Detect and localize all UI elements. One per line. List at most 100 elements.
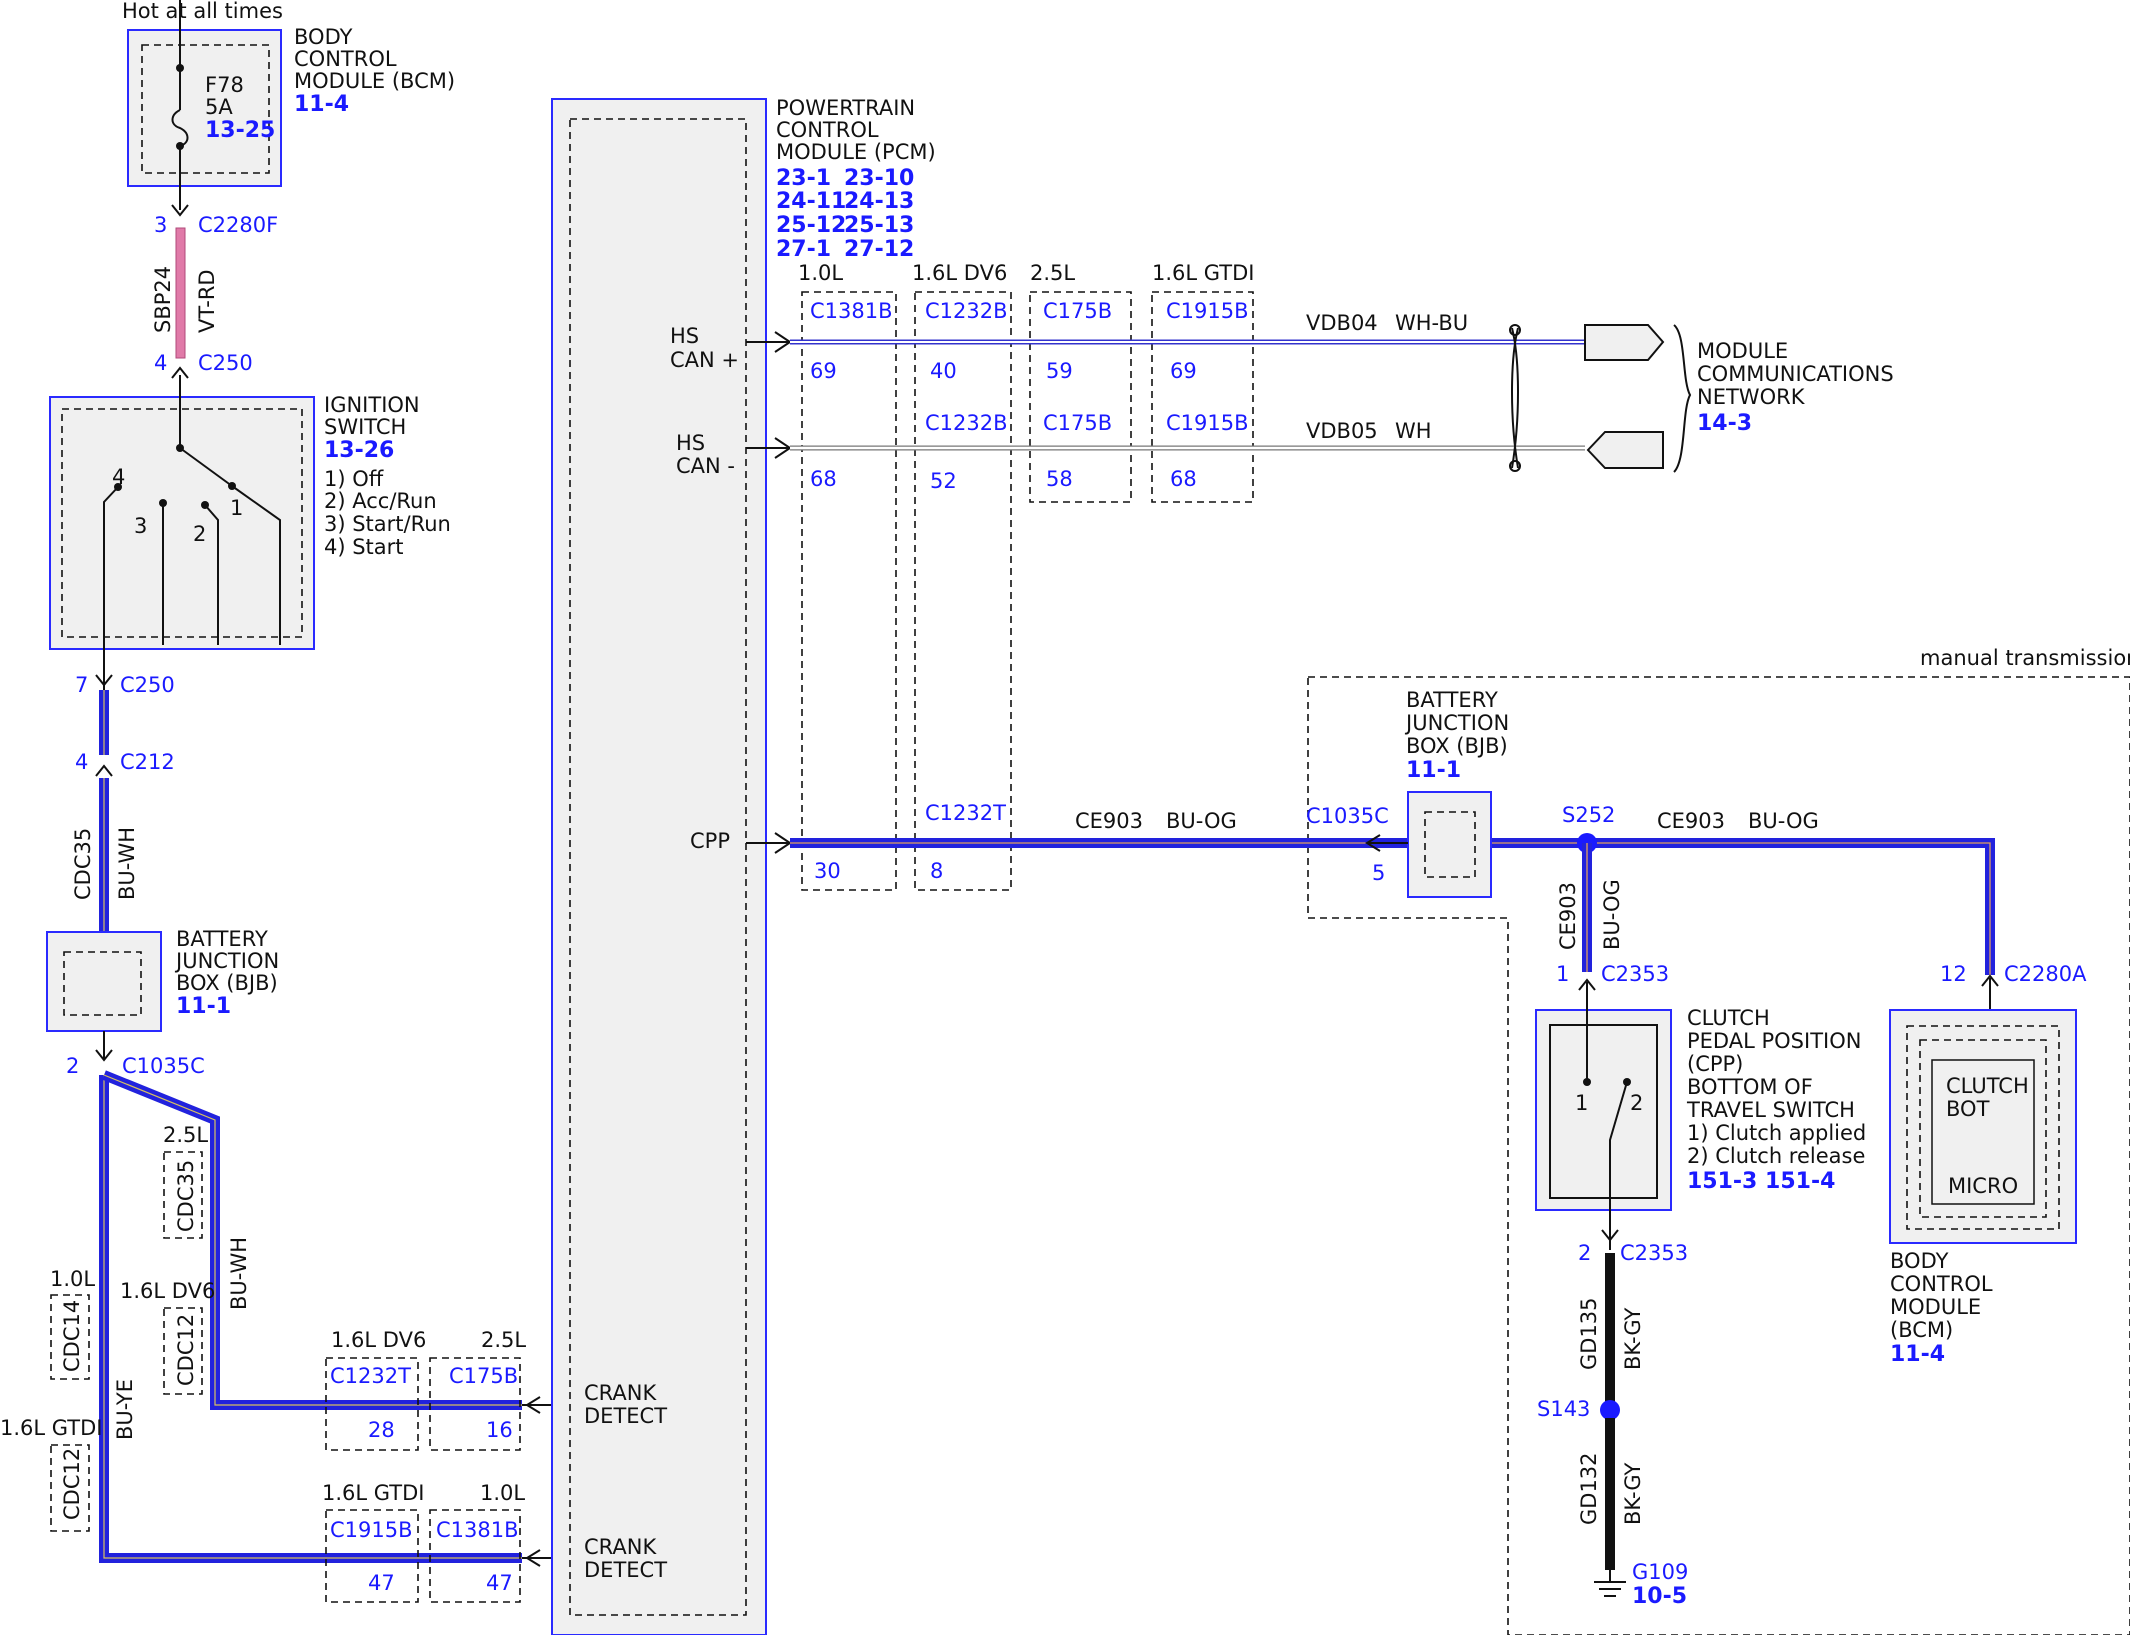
col-c1232b: [914, 291, 1012, 891]
cpp-title-2: PEDAL POSITION: [1687, 1029, 1861, 1053]
c2280f-name: C2280F: [198, 213, 278, 237]
cpp-pin-1: 30: [814, 859, 841, 883]
crank-up-e-a: 1.6L DV6: [331, 1328, 426, 1352]
vdb04-circuit: VDB04: [1306, 311, 1378, 335]
left-opt-cdc12b-box: [50, 1444, 90, 1532]
pcm-ref-3[interactable]: 24-11: [776, 189, 846, 214]
bcm-right-ref[interactable]: 11-4: [1890, 1342, 1945, 1367]
c2353-top-pin: 1: [1556, 962, 1569, 986]
bjb-left-title-1: BATTERY: [176, 927, 268, 951]
bcm-right-inner-1: [1906, 1025, 2060, 1230]
pcm-ref-5[interactable]: 25-12: [776, 213, 846, 238]
crank-lo-p-b: 47: [486, 1571, 513, 1595]
cpp-title-5: TRAVEL SWITCH: [1686, 1098, 1855, 1122]
ce903-circuit-3: CE903: [1556, 882, 1580, 950]
can-plus-c1915b: C1915B: [1166, 299, 1249, 323]
cpp-title-3: (CPP): [1687, 1052, 1743, 1076]
can-plus-c175b: C175B: [1043, 299, 1112, 323]
ign-pos-1: 1) Off: [324, 467, 384, 491]
pcm-ref-7[interactable]: 27-1: [776, 237, 831, 262]
ce903-color-2: BU-OG: [1748, 809, 1819, 833]
pcm-module: [551, 98, 767, 1635]
col-c1381b: [801, 291, 897, 891]
pcm-ref-4[interactable]: 24-13: [844, 189, 914, 214]
bcm-top-ref[interactable]: 11-4: [294, 92, 349, 117]
cpp-term-1: 1: [1575, 1091, 1588, 1115]
crank-up-conn-b: [429, 1357, 521, 1451]
cpp-switch: [1535, 1009, 1672, 1211]
cpp-c1232t: C1232T: [925, 801, 1006, 825]
left-opt-cdc14-box: [50, 1294, 90, 1380]
wire-gd132[interactable]: [1605, 1418, 1615, 1570]
ign-ref[interactable]: 13-26: [324, 438, 394, 463]
can-minus-pin-2: 52: [930, 469, 957, 493]
pcm-title-3: MODULE (PCM): [776, 140, 936, 164]
wire-bu-wh-label: BU-WH: [227, 1237, 251, 1310]
bcm-top-inner: [141, 44, 270, 174]
network-ref[interactable]: 14-3: [1697, 411, 1752, 436]
can-minus-c1232b: C1232B: [925, 411, 1008, 435]
pcm-ref-1[interactable]: 23-1: [776, 166, 831, 191]
fuse-rating: 5A: [205, 95, 233, 119]
manual-note: manual transmission: [1920, 646, 2130, 670]
left-opt-cdc12b: CDC12: [60, 1448, 84, 1520]
bcm-right-title-4: (BCM): [1890, 1318, 1953, 1342]
wire-cdc35-color: BU-WH: [115, 827, 139, 900]
wire-bu-ye[interactable]: [99, 1075, 522, 1563]
wire-gd135[interactable]: [1605, 1253, 1615, 1405]
top-note: Hot at all times: [122, 0, 283, 23]
c2280f-pin: 3: [154, 213, 167, 237]
vdb04-color: WH-BU: [1395, 311, 1468, 335]
can-plus-pin-3: 59: [1046, 359, 1073, 383]
engine-e16dv6: 1.6L DV6: [912, 261, 1007, 285]
wire-ce903-main[interactable]: [790, 838, 1995, 975]
fuse-label: F78: [205, 73, 244, 97]
fuse-ref[interactable]: 13-25: [205, 118, 275, 143]
engine-e25: 2.5L: [1030, 261, 1075, 285]
crank-lo-conn-b: [429, 1509, 521, 1603]
g109-name: G109: [1632, 1560, 1688, 1584]
pcm-hs-can-minus-1: HS: [676, 431, 705, 455]
crank-lo-e-b: 1.0L: [480, 1481, 525, 1505]
pcm-ref-2[interactable]: 23-10: [844, 166, 914, 191]
crank-up-c-b: C175B: [449, 1364, 518, 1388]
pcm-cpp: CPP: [690, 829, 730, 853]
bcm-right-inner-text-1: CLUTCH: [1946, 1074, 2029, 1098]
ign-title-1: IGNITION: [324, 393, 420, 417]
bjb-left-inner: [63, 951, 142, 1016]
wire-sbp24[interactable]: [175, 227, 186, 359]
c2280a-name: C2280A: [2004, 962, 2087, 986]
c1035c-left-name: C1035C: [122, 1054, 205, 1078]
bcm-right-title-3: MODULE: [1890, 1295, 1981, 1319]
cpp-refs[interactable]: 151-3 151-4: [1687, 1169, 1835, 1194]
can-plus-pin-4: 69: [1170, 359, 1197, 383]
ce903-circuit-1: CE903: [1075, 809, 1143, 833]
bcm-right-inner-text-3: MICRO: [1948, 1174, 2018, 1198]
bcm-top-title-2: CONTROL: [294, 47, 397, 71]
c2353-bot-name: C2353: [1620, 1241, 1688, 1265]
pcm-ref-6[interactable]: 25-13: [844, 213, 914, 238]
cpp-pos-2: 2) Clutch release: [1687, 1144, 1865, 1168]
gd132-color: BK-GY: [1621, 1462, 1645, 1525]
ce903-circuit-2: CE903: [1657, 809, 1725, 833]
cpp-switch-inner: [1549, 1024, 1658, 1199]
bcm-right-title-2: CONTROL: [1890, 1272, 1993, 1296]
bjb-left-ref[interactable]: 11-1: [176, 994, 231, 1019]
bjb-left-title-3: BOX (BJB): [176, 971, 278, 995]
network-connector-plus: [1584, 324, 1665, 361]
left-opt-cdc14: CDC14: [60, 1300, 84, 1372]
ign-pos-4: 4) Start: [324, 535, 404, 559]
can-plus-c1232b: C1232B: [925, 299, 1008, 323]
crank-up-c-a: C1232T: [330, 1364, 411, 1388]
bjb-right-conn: C1035C: [1306, 804, 1389, 828]
s252-label: S252: [1562, 803, 1615, 827]
pcm-ref-8[interactable]: 27-12: [844, 237, 914, 262]
bjb-right-ref[interactable]: 11-1: [1406, 758, 1461, 783]
g109-ref[interactable]: 10-5: [1632, 1584, 1687, 1609]
pcm-inner: [569, 118, 747, 1616]
can-minus-c175b: C175B: [1043, 411, 1112, 435]
left-opt-e16dv6: 1.6L DV6: [120, 1279, 215, 1303]
ign-title-2: SWITCH: [324, 415, 406, 439]
cpp-pin-2: 8: [930, 859, 943, 883]
c250-top-pin: 4: [154, 351, 167, 375]
